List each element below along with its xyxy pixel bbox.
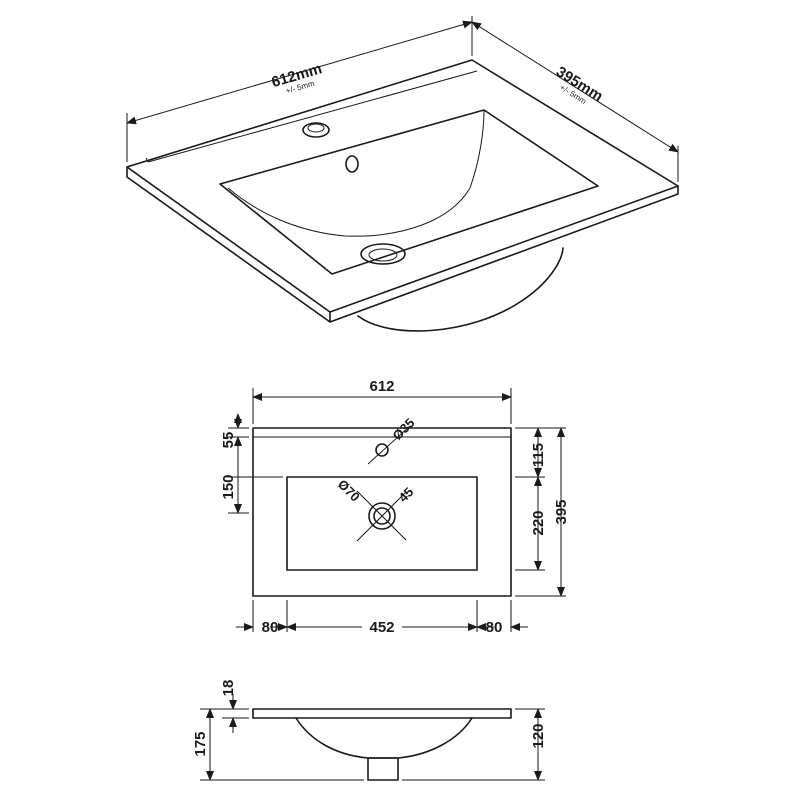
plan-tap-hole-diameter: Ø35 (390, 415, 418, 443)
iso-bowl-opening (219, 109, 599, 275)
plan-view: Ø35 Ø70 45 612 55 150 115 220 395 (220, 378, 570, 636)
side-top-thickness: 18 (220, 680, 237, 697)
plan-waste-outer (368, 502, 396, 530)
iso-bowl-underside (357, 247, 564, 332)
plan-overall-width: 612 (369, 378, 394, 395)
plan-outline (252, 427, 512, 597)
iso-waste (360, 243, 406, 265)
plan-waste-diameter: Ø70 (335, 477, 363, 505)
side-waste-outlet (367, 757, 399, 781)
plan-left-margin: 80 (262, 619, 279, 636)
iso-depth-dimension (471, 21, 679, 153)
plan-bowl-depth-label: 220 (530, 510, 547, 535)
side-total-height: 175 (192, 731, 209, 756)
plan-waste-size: 45 (396, 484, 417, 505)
plan-ledge-to-bowl-label: 150 (220, 474, 237, 499)
plan-tap-offset-label: 115 (530, 443, 547, 467)
iso-tap-hole (302, 122, 330, 138)
plan-bowl-width: 452 (369, 619, 394, 636)
iso-front-edge (126, 166, 679, 323)
side-bowl-profile (295, 717, 473, 759)
side-top-slab (252, 708, 512, 719)
plan-waste-inner (373, 507, 391, 525)
plan-tap-hole (375, 443, 389, 457)
iso-bowl-interior (227, 109, 485, 237)
iso-overflow-hole (345, 155, 359, 173)
iso-width-dimension (126, 20, 473, 125)
isometric-view: 612mm +/- 5mm 395mm +/- 5mm (126, 16, 679, 332)
plan-right-margin: 80 (486, 619, 503, 636)
side-bowl-height: 120 (530, 723, 547, 748)
plan-back-ledge-label: 55 (220, 432, 237, 449)
plan-bowl (286, 476, 478, 571)
plan-overall-depth-label: 395 (553, 499, 570, 524)
side-view: 18 175 120 (192, 680, 547, 781)
